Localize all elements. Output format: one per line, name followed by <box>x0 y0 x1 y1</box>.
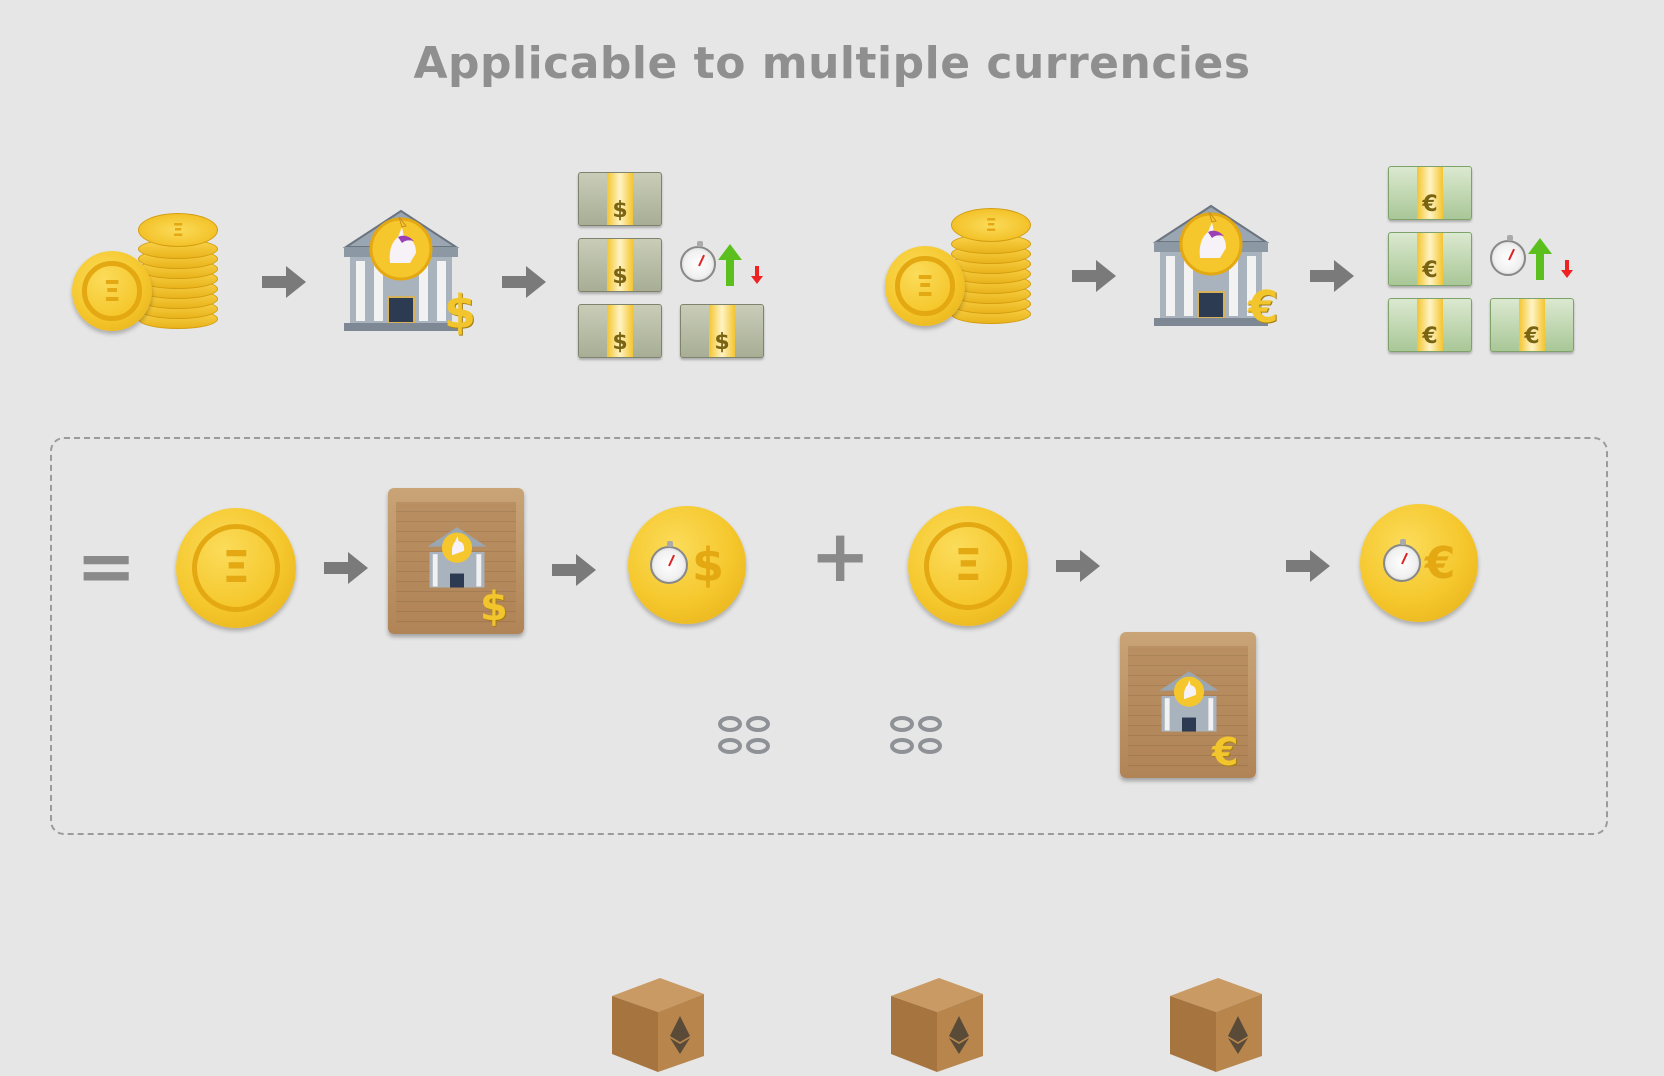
coin-stack-top: Ξ <box>138 213 218 247</box>
euro-symbol: € <box>1424 537 1456 589</box>
arrow-right-icon <box>262 266 306 298</box>
euro-symbol: € <box>1248 282 1279 333</box>
plus-operator: + <box>810 514 871 598</box>
bank-dollar: $ <box>336 205 486 345</box>
money-stack-icon: € <box>1388 232 1472 286</box>
money-stack-icon: $ <box>578 238 662 292</box>
timed-currency-coin-icon: € <box>1360 504 1478 622</box>
coin-stack-dollar: Ξ Ξ <box>72 205 222 335</box>
arrow-right-icon <box>324 552 368 584</box>
block-icon <box>612 978 704 1072</box>
contract-scroll-icon: € <box>1120 632 1256 778</box>
timed-currency-coin-icon: $ <box>628 506 746 624</box>
stopwatch-icon <box>1382 539 1421 582</box>
chain-icon <box>890 716 942 754</box>
contract-scroll-icon: $ <box>388 488 524 634</box>
block-icon <box>1170 978 1263 1072</box>
bank-icon <box>342 209 460 331</box>
money-stack-icon: € <box>1388 298 1472 352</box>
coin-icon: Ξ <box>176 508 296 628</box>
stopwatch-icon <box>680 241 716 282</box>
bank-euro: € <box>1146 200 1296 340</box>
rate-change-group <box>680 241 764 286</box>
arrow-right-icon <box>552 554 596 586</box>
block-icon <box>891 978 984 1072</box>
arrow-right-icon <box>1056 550 1100 582</box>
page-title: Applicable to multiple currencies <box>413 38 1251 89</box>
coin-icon: Ξ <box>908 506 1028 626</box>
down-arrow-icon <box>751 266 763 284</box>
money-stack-icon: $ <box>578 172 662 226</box>
money-stack-icon: € <box>1490 298 1574 352</box>
up-arrow-icon <box>1528 238 1552 280</box>
stopwatch-icon <box>649 541 688 584</box>
dollar-symbol: $ <box>444 285 477 339</box>
coin-icon: Ξ <box>72 251 152 331</box>
equivalence-box <box>50 437 1608 835</box>
dollar-symbol: $ <box>480 584 508 630</box>
coin-icon: Ξ <box>885 246 965 326</box>
down-arrow-icon <box>1561 260 1573 278</box>
stopwatch-icon <box>1490 235 1526 276</box>
money-stack-icon: $ <box>680 304 764 358</box>
dollar-symbol: $ <box>691 538 724 592</box>
arrow-right-icon <box>1310 260 1354 292</box>
bank-icon <box>1159 671 1219 732</box>
arrow-right-icon <box>502 266 546 298</box>
bank-icon <box>1152 204 1270 326</box>
up-arrow-icon <box>718 244 742 286</box>
euro-symbol: € <box>1212 730 1239 774</box>
arrow-right-icon <box>1072 260 1116 292</box>
equals-operator: = <box>76 524 137 608</box>
chain-icon <box>718 716 770 754</box>
money-stack-icon: $ <box>578 304 662 358</box>
coin-stack-euro: Ξ Ξ <box>885 200 1035 330</box>
coin-stack-top: Ξ <box>951 208 1031 242</box>
money-stack-icon: € <box>1388 166 1472 220</box>
rate-change-group <box>1490 235 1574 280</box>
arrow-right-icon <box>1286 550 1330 582</box>
bank-icon <box>427 527 487 588</box>
